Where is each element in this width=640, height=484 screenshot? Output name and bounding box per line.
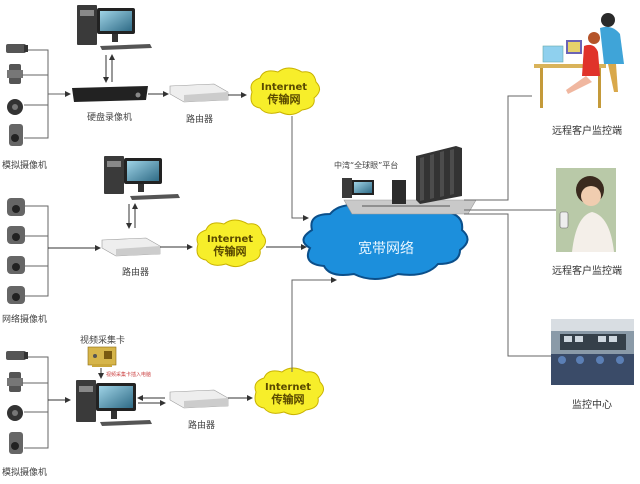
dome-camera-icon [7,405,23,421]
endpoint-label-remote-1: 远程客户监控端 [552,126,622,137]
internet-cloud-2: Internet 传输网 [200,234,260,258]
cloud-line1: Internet [206,234,253,245]
network-camera-icon [7,256,25,274]
group-analog-capture [6,277,337,454]
internet-cloud-shape [196,219,266,268]
ptz-camera-icon [9,124,23,146]
capture-note: 视频采集卡插入电脑 [106,372,152,378]
cloud-line2: 传输网 [267,93,301,106]
capture-card-label: 视频采集卡 [80,336,126,346]
platform-computer-icon [342,178,374,198]
router-label-3: 路由器 [188,421,216,431]
internet-cloud-shape [250,67,320,116]
dvr-icon [72,86,148,102]
box-camera-icon [7,372,23,392]
capture-card-icon [87,346,117,367]
router-label-2: 路由器 [122,268,150,278]
ptz-camera-icon [9,432,23,454]
mobile-user-photo [556,168,616,252]
router-icon [101,237,161,257]
cloud-line1: Internet [264,382,311,393]
group-analog-dvr [6,5,320,221]
server-tower-icon [392,180,406,204]
internet-cloud-3: Internet 传输网 [258,382,318,406]
cloud-line1: Internet [260,82,307,93]
analog-camera-label-1: 模拟摄像机 [2,161,48,171]
computer-icon [77,5,152,50]
network-camera-icon [7,286,25,304]
control-center-photo [551,319,634,385]
platform-label: 中湾“全球眼”平台 [334,161,399,170]
network-camera-label: 网络摄像机 [2,315,48,325]
router-icon [169,389,229,409]
endpoint-label-remote-2: 远程客户监控端 [552,266,622,277]
router-label-1: 路由器 [186,115,214,125]
computer-icon [76,380,152,426]
network-camera-icon [7,198,25,216]
computer-icon [104,156,180,200]
endpoint-label-control-center: 监控中心 [572,400,612,411]
group-network-cams [7,156,307,304]
server-rack-icon [416,146,462,204]
box-camera-icon [7,64,23,84]
dvr-label: 硬盘录像机 [87,113,133,123]
internet-cloud-1: Internet 传输网 [254,82,314,106]
bullet-camera-icon [6,44,28,53]
center-platform [302,146,477,280]
bullet-camera-icon [6,351,28,360]
router-icon [169,83,229,103]
analog-camera-label-2: 模拟摄像机 [2,468,48,478]
cloud-line2: 传输网 [271,393,305,406]
endpoint-wires [464,95,560,357]
broadband-network-label: 宽带网络 [358,241,414,257]
dome-camera-icon [7,99,23,115]
remote-client-illustration [534,13,624,108]
network-camera-icon [7,226,25,244]
internet-cloud-shape [254,367,324,416]
cloud-line2: 传输网 [213,245,247,258]
